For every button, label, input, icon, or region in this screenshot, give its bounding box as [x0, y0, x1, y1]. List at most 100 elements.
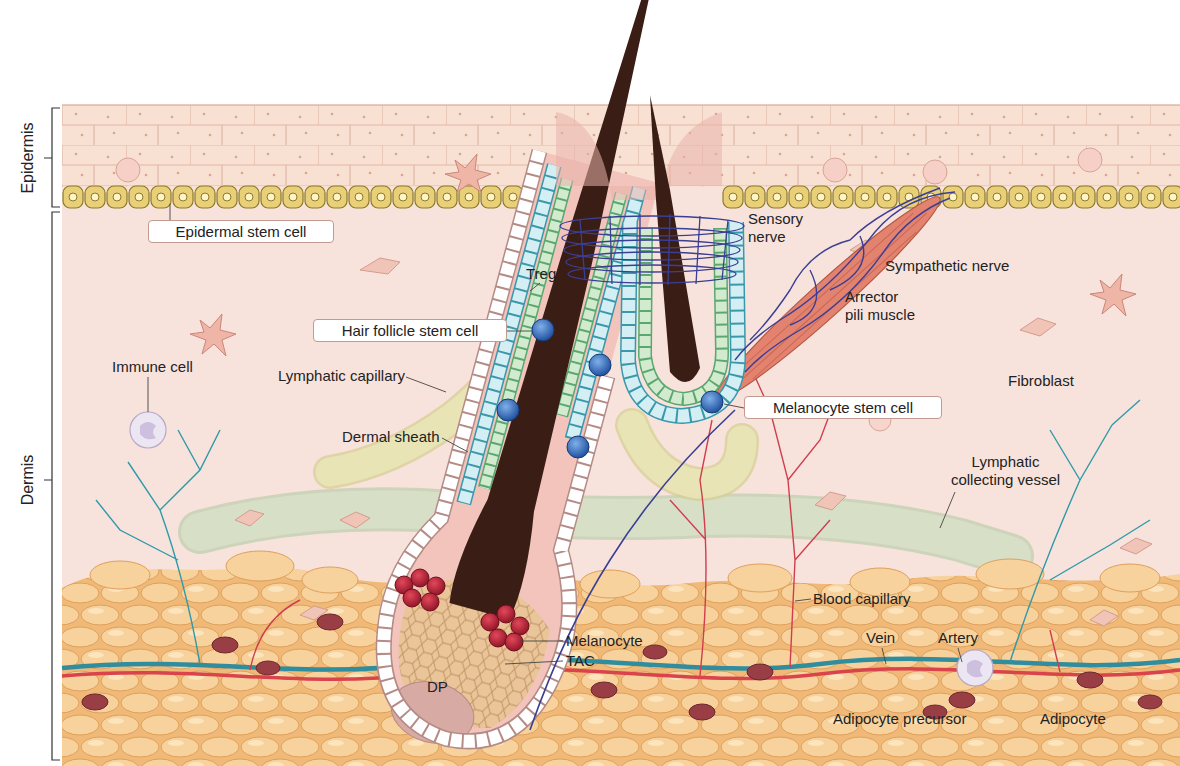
vein — [62, 659, 1180, 670]
precursor-cell — [212, 637, 238, 653]
precursor-cell — [591, 682, 617, 698]
muscle-fibres — [727, 207, 931, 393]
part-label: Immune cell — [112, 358, 193, 376]
nerve-fibre — [745, 198, 950, 372]
melanocyte-cell — [505, 633, 523, 651]
basal-layer — [62, 185, 558, 209]
precursor-cell — [82, 694, 108, 710]
part-label: Blood capillary — [813, 590, 911, 608]
lymphatic-vessel — [200, 509, 1012, 556]
nerve-fibre — [735, 192, 955, 360]
venule — [96, 430, 220, 664]
melanocyte-cell — [427, 577, 445, 595]
part-label: Arrector pili muscle — [845, 288, 918, 324]
fat-cell — [976, 559, 1044, 589]
label-box: Epidermal stem cell — [148, 220, 334, 243]
part-label: Fibroblast — [1008, 372, 1074, 390]
precursor-cell — [643, 645, 667, 659]
part-label: Adipocyte — [1040, 710, 1106, 728]
layer-label: Dermis — [19, 455, 37, 506]
melanocyte-cell — [489, 629, 507, 647]
melanocyte-cell — [497, 605, 515, 623]
immune-cell-shape — [190, 314, 236, 356]
immune-cell — [130, 412, 166, 448]
leader-line — [520, 641, 563, 642]
box-text: Epidermal stem cell — [155, 222, 327, 241]
part-label: Lymphatic collecting vessel — [943, 453, 1068, 489]
melanocyte-cell — [421, 593, 439, 611]
leader-line — [958, 648, 962, 662]
fat-cell — [90, 561, 150, 589]
leader-line — [406, 377, 446, 392]
melanocyte-cell — [481, 613, 499, 631]
part-label: Dermal sheath — [342, 428, 440, 446]
hair-follicle-stem-cell — [497, 399, 519, 421]
fibroblast — [1020, 318, 1056, 336]
leader-line — [507, 331, 532, 332]
sensory-nerve — [530, 214, 744, 730]
melanocytes — [395, 569, 529, 651]
melanocyte-cell — [411, 569, 429, 587]
hair-follicle-stem-cell — [589, 354, 611, 376]
part-label: Sensory nerve — [748, 210, 810, 246]
skin-cell — [923, 160, 947, 184]
immune-nucleus — [140, 422, 156, 439]
immune-cell-shape — [1090, 274, 1136, 316]
skin-cell — [116, 158, 140, 182]
fat-cell — [728, 564, 792, 592]
part-label: Sympathetic nerve — [885, 257, 1009, 275]
fat-lobules — [90, 551, 1160, 598]
venule — [1010, 400, 1150, 662]
nerve-endings — [580, 214, 728, 285]
hair-follicle-stem-cell — [567, 436, 589, 458]
hair-follicle-stem-cell — [532, 319, 554, 341]
leader-lines — [148, 204, 962, 664]
basal-layer — [722, 185, 1180, 209]
label-box: Melanocyte stem cell — [744, 396, 942, 419]
layer-label: Epidermis — [19, 122, 37, 193]
fibroblast — [815, 492, 846, 510]
fibroblast — [1120, 538, 1152, 554]
fibroblasts — [235, 240, 1152, 626]
label-box: Hair follicle stem cell — [313, 319, 507, 342]
part-label: TAC — [566, 652, 595, 670]
fibroblast — [340, 512, 370, 528]
precursor-cell — [317, 614, 343, 630]
fat-cell — [1100, 564, 1160, 592]
part-label: Vein — [866, 629, 895, 647]
venules — [96, 400, 1150, 664]
part-label: Lymphatic capillary — [278, 367, 405, 385]
adipose-tissue — [62, 566, 1180, 766]
stem-cells — [497, 319, 723, 458]
skin-cell — [1078, 148, 1102, 172]
sympathetic-nerve — [735, 188, 955, 372]
precursor-cell — [747, 664, 773, 680]
part-label: DP — [427, 678, 448, 696]
leader-line — [505, 661, 563, 664]
melanocyte-cell — [511, 617, 529, 635]
club-hair — [650, 95, 700, 382]
part-label: Artery — [938, 629, 978, 647]
skin-cell — [823, 158, 847, 182]
leader-line — [442, 438, 468, 452]
leader-line — [940, 492, 955, 528]
leader-line — [882, 648, 886, 664]
leader-line — [795, 599, 811, 601]
precursor-cell — [1138, 695, 1162, 709]
immune-cell-shape — [445, 154, 491, 192]
part-label: Melanocyte — [566, 632, 643, 650]
lymphatic-vessel — [200, 509, 1012, 556]
fat-cell — [302, 567, 358, 593]
part-label: Treg — [526, 265, 556, 283]
leader-line — [148, 377, 149, 412]
part-label: Adipocyte precursor — [833, 710, 966, 728]
hair-follicle — [357, 0, 743, 766]
infundibulum — [556, 112, 722, 200]
artery — [62, 669, 1180, 680]
fibroblast — [235, 510, 264, 526]
nerve-fibre — [530, 410, 735, 730]
immune-cell — [957, 650, 993, 686]
nerve-ring — [562, 228, 742, 248]
